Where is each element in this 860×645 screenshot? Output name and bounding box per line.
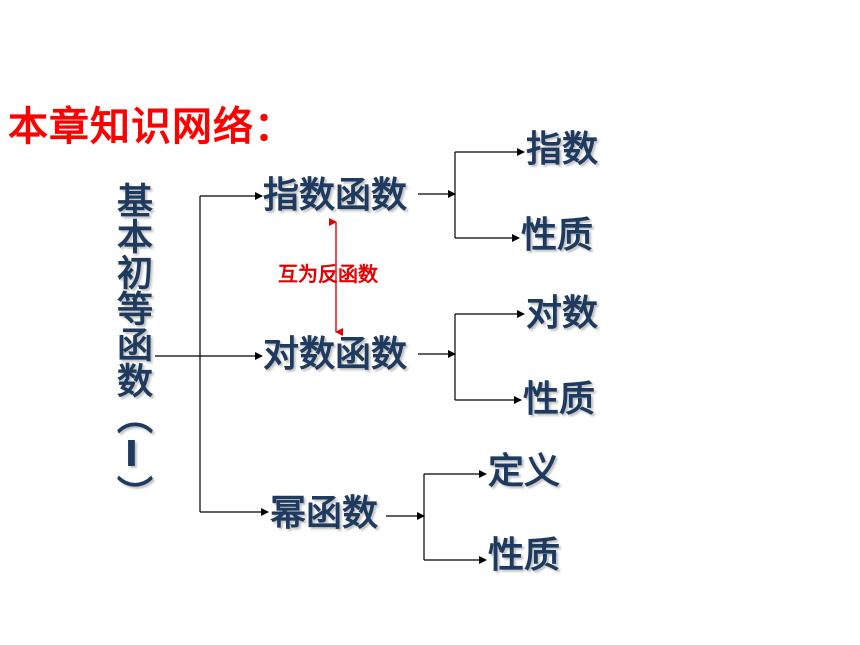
node-log-properties: 性质: [523, 379, 596, 420]
root-node: 基本初等函数（Ⅰ）: [111, 182, 152, 511]
page-title: 本章知识网络：: [8, 104, 295, 150]
node-exponential-function: 指数函数: [263, 175, 408, 216]
inverse-relation-label: 互为反函数: [278, 262, 378, 286]
node-power-function: 幂函数: [270, 493, 379, 534]
node-exponent: 指数: [526, 129, 599, 170]
node-exp-properties: 性质: [521, 215, 594, 256]
node-logarithm: 对数: [526, 293, 599, 334]
node-pow-properties: 性质: [488, 535, 561, 576]
node-definition: 定义: [488, 451, 561, 492]
node-logarithmic-function: 对数函数: [263, 334, 408, 375]
